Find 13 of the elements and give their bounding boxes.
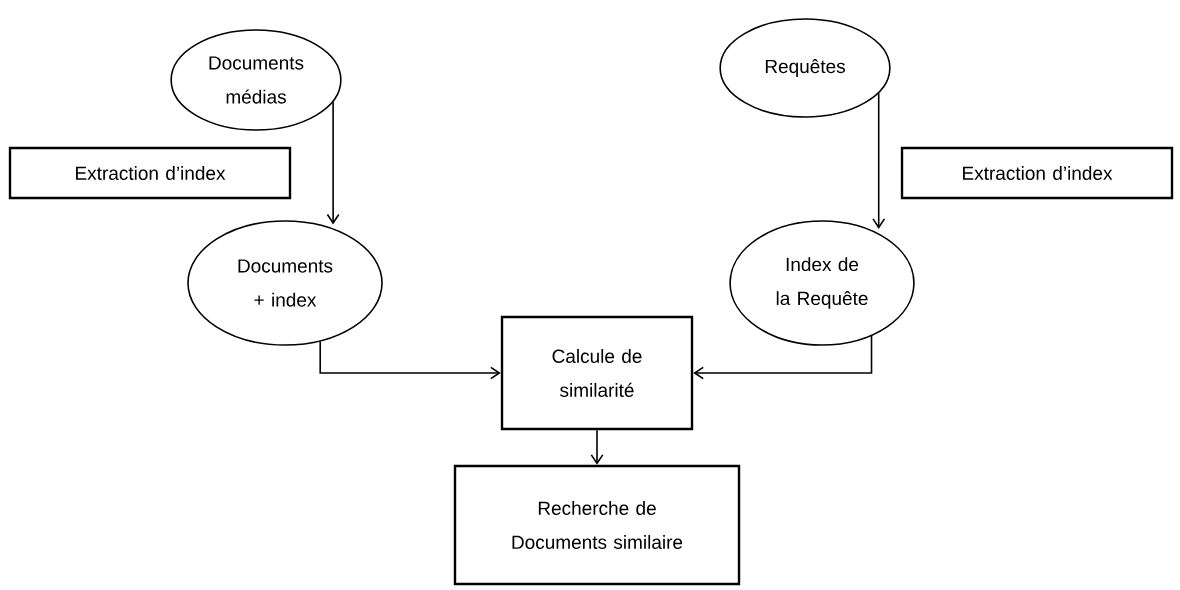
ellipse-node: Requêtes xyxy=(719,18,891,118)
arrow xyxy=(326,101,340,225)
process-box: Extraction d’index xyxy=(900,146,1174,200)
arrow xyxy=(693,335,873,380)
arrow xyxy=(590,429,604,465)
ellipse-node: Index de la Requête xyxy=(729,220,915,346)
ellipse-node: Documents médias xyxy=(170,29,342,131)
ellipse-node: Documents + index xyxy=(187,220,383,346)
arrow xyxy=(319,340,501,380)
process-box: Recherche de Documents similaire xyxy=(453,464,741,586)
process-box: Extraction d’index xyxy=(8,146,292,200)
process-box: Calcule de similarité xyxy=(500,315,694,431)
arrow xyxy=(872,92,886,229)
